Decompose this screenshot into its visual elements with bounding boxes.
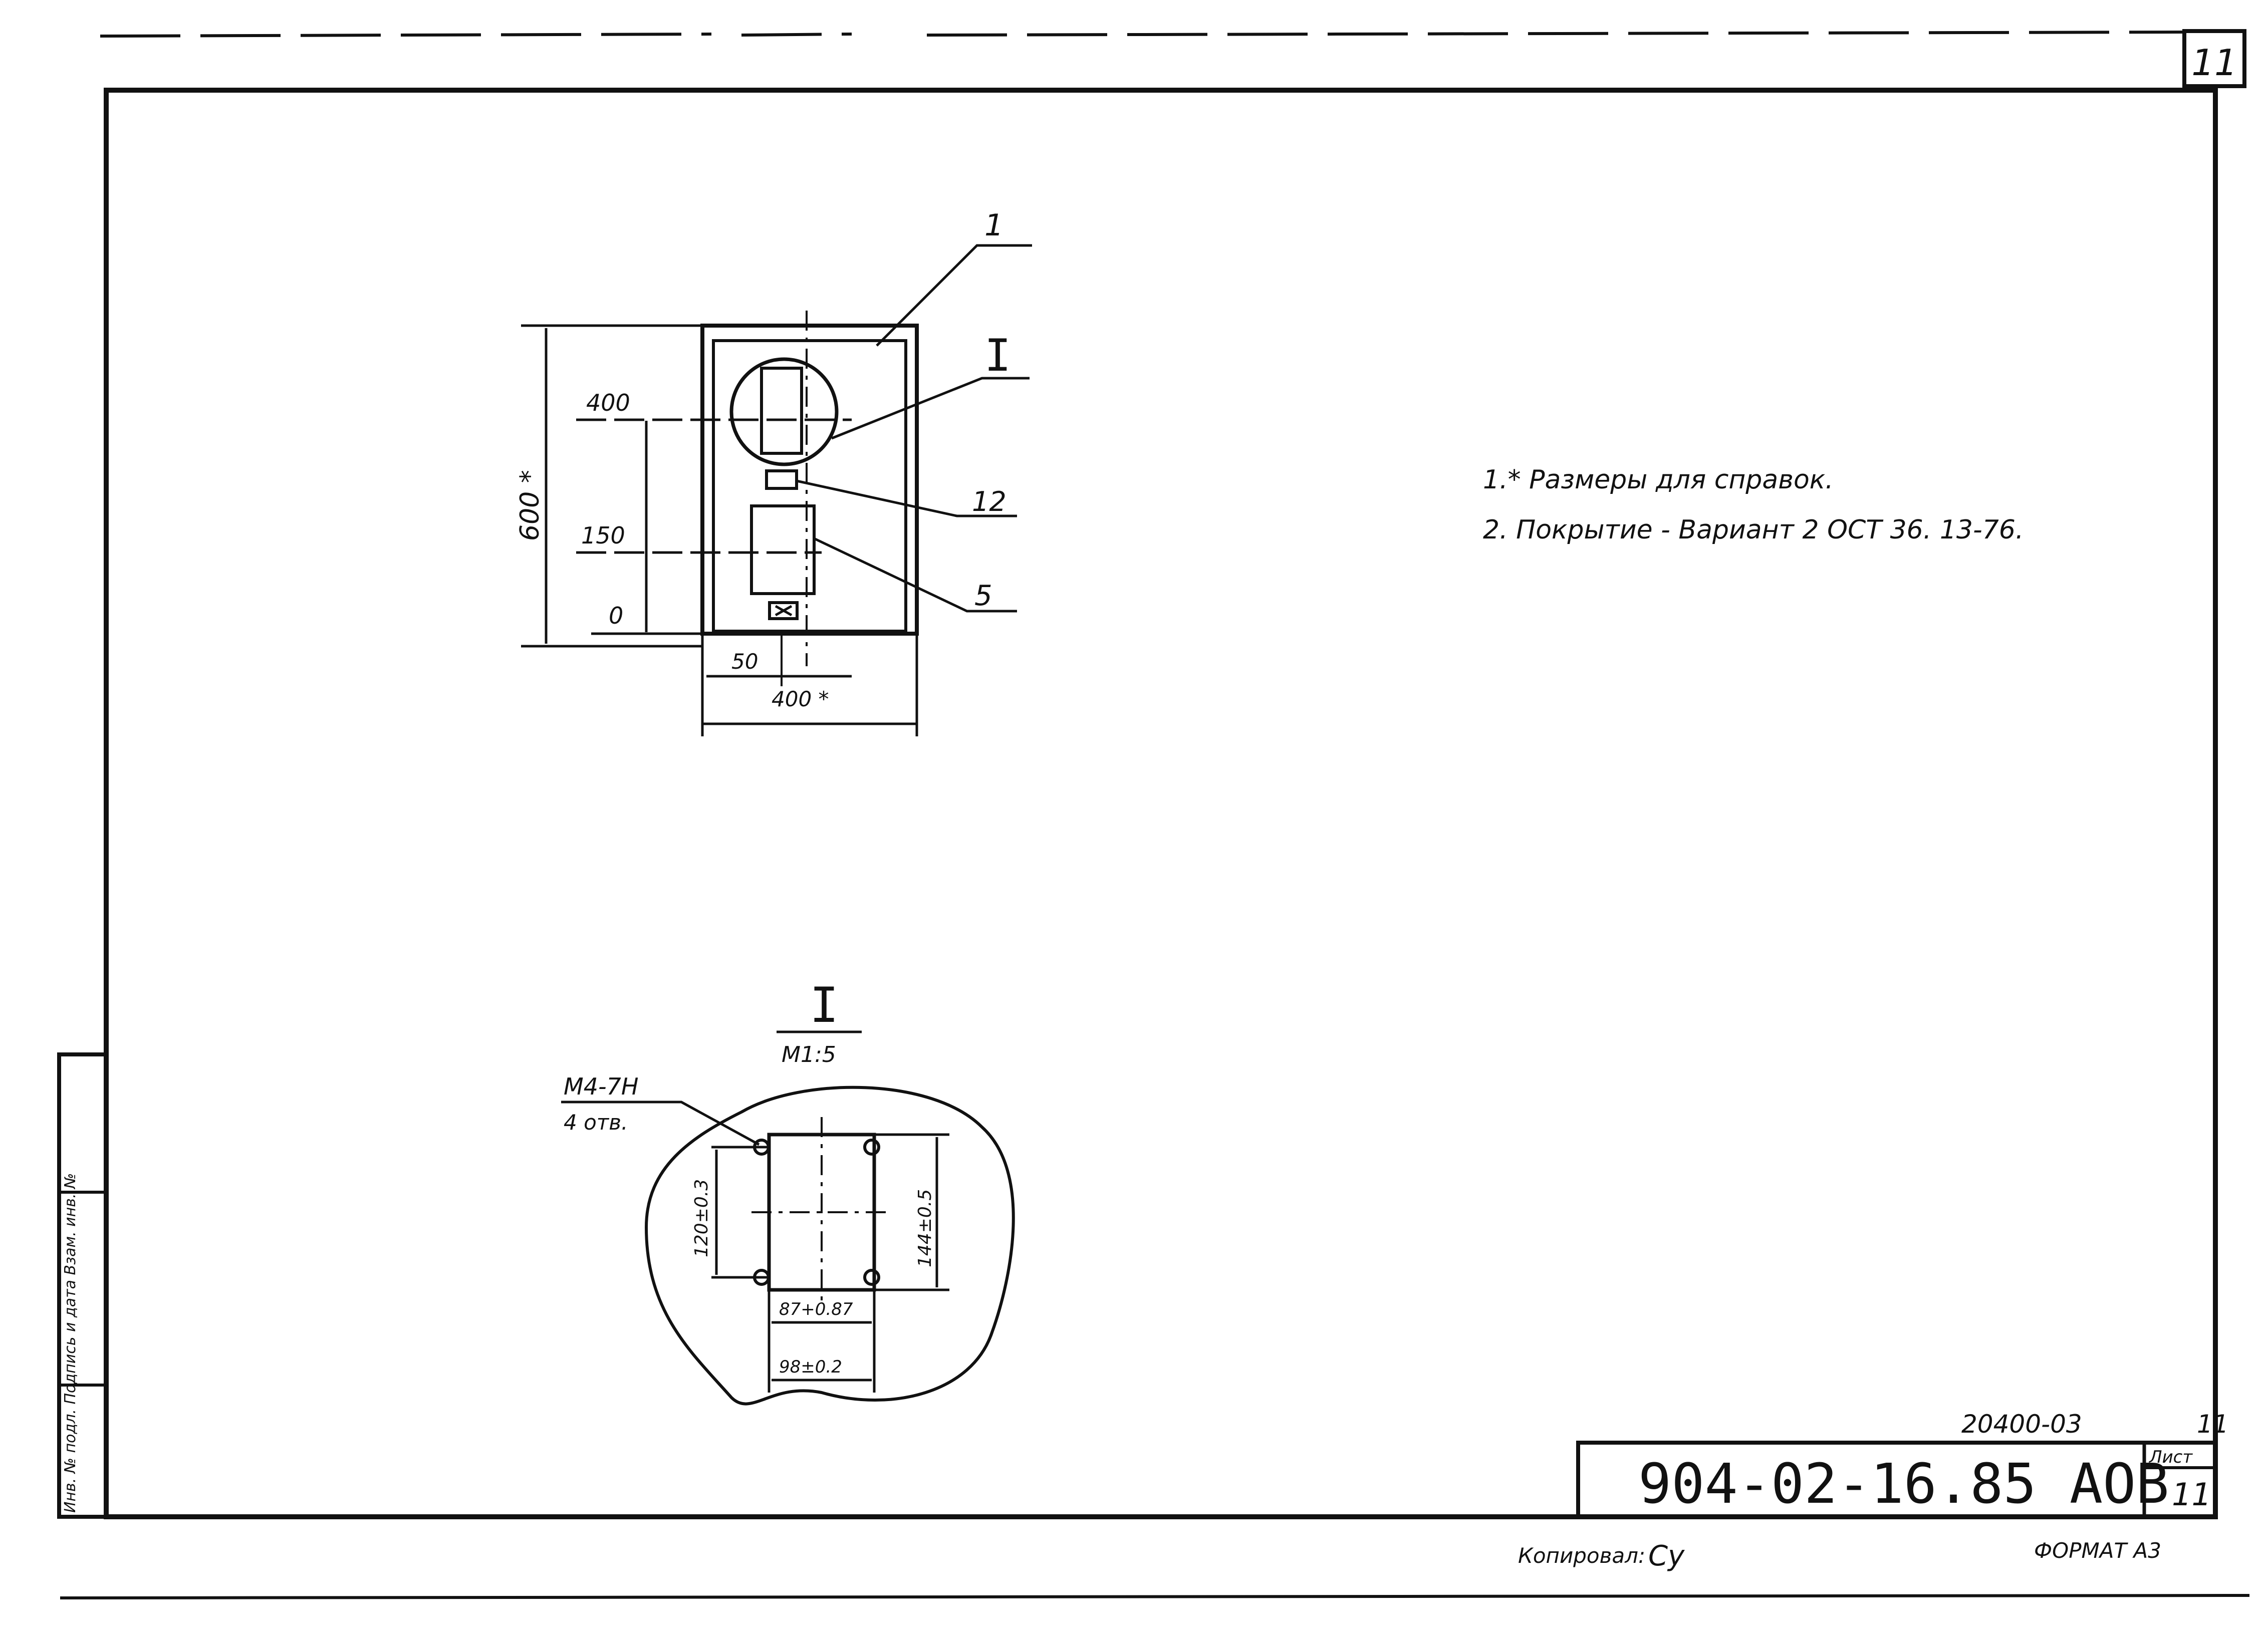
title-block: 20400-03 11 904-02-16.85 АОВ Лист 11 xyxy=(1576,1410,2229,1519)
detail-circle xyxy=(729,357,839,466)
side-stamp-text: Инв. № подл. Подпись и дата Взам. инв. № xyxy=(62,1173,79,1513)
leader-12: 12 xyxy=(972,486,1006,517)
inventory-number: 20400-03 xyxy=(1961,1410,2082,1439)
top-edge-line xyxy=(100,31,2185,38)
sheet-label: Лист xyxy=(2148,1447,2193,1467)
cabinet-outline xyxy=(700,324,919,636)
main-view: 600 * 400 150 0 50 400 * 1 I 12 5 xyxy=(515,208,1032,736)
dim-outer-height: 144±0.5 xyxy=(915,1189,935,1267)
cabinet-panel xyxy=(712,339,907,633)
dim-600: 600 * xyxy=(515,470,545,541)
dim-50: 50 xyxy=(731,649,758,674)
hole-tr xyxy=(863,1139,880,1156)
dim-inner-height: 120±0.3 xyxy=(691,1179,712,1257)
sheet-number: 11 xyxy=(2172,1476,2211,1513)
dim-400: 400 * xyxy=(772,687,829,711)
dim-outer-width: 98±0.2 xyxy=(779,1357,842,1377)
detail-cloud xyxy=(644,1085,1015,1406)
copied-by-label: Копировал: xyxy=(1518,1543,1645,1568)
level-0: 0 xyxy=(609,602,623,629)
hole-br xyxy=(863,1269,880,1286)
bottom-terminal xyxy=(768,601,799,620)
notes: 1.* Размеры для справок. 2. Покрытие - В… xyxy=(1483,465,2024,545)
side-stamp: Инв. № подл. Подпись и дата Взам. инв. № xyxy=(57,1052,108,1519)
note-1: 1.* Размеры для справок. xyxy=(1483,465,1834,495)
leader-1: 1 xyxy=(984,208,1003,243)
designation: 904-02-16.85 АОВ xyxy=(1638,1452,2169,1516)
detail-title: I xyxy=(810,977,839,1033)
level-150: 150 xyxy=(581,522,625,549)
note-2: 2. Покрытие - Вариант 2 ОСТ 36. 13-76. xyxy=(1483,515,2024,545)
inventory-sheet: 11 xyxy=(2197,1410,2229,1439)
dim-inner-width: 87+0.87 xyxy=(779,1299,853,1319)
bottom-edge-line xyxy=(60,1594,2250,1599)
format-label: ФОРМАТ А3 xyxy=(2034,1538,2161,1563)
copied-by-mark: Cy xyxy=(1648,1540,1685,1572)
component-5 xyxy=(750,504,816,595)
component-12 xyxy=(765,469,798,490)
leader-5: 5 xyxy=(974,580,992,612)
top-component xyxy=(760,367,803,455)
corner-sheet-number: 11 xyxy=(2191,42,2237,84)
corner-sheet-box xyxy=(2182,29,2246,88)
detail-scale: М1:5 xyxy=(782,1042,836,1067)
level-400: 400 xyxy=(586,389,630,416)
detail-view: I М1:5 М4-7Н 4 отв. 120±0.3 144±0.5 87+0… xyxy=(561,977,1015,1406)
leader-detail-i: I xyxy=(984,330,1011,381)
drawing-frame xyxy=(104,88,2218,1519)
holes-label: 4 отв. xyxy=(564,1110,628,1135)
thread-label: М4-7Н xyxy=(564,1073,638,1100)
